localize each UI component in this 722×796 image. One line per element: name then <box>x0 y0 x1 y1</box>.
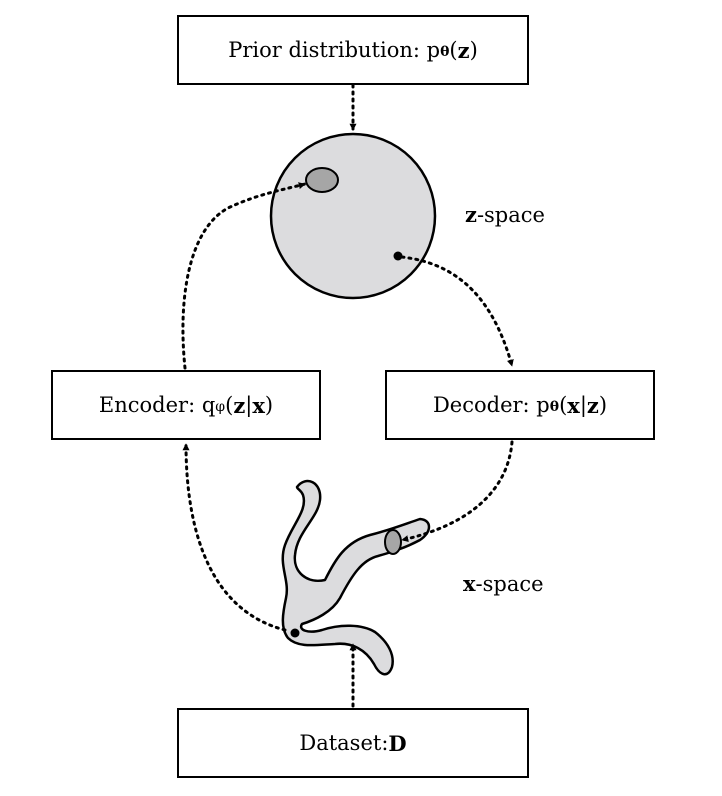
dataset-box: Dataset: D <box>177 708 529 778</box>
decoder-label: Decoder: p <box>432 393 550 417</box>
decoder-x: x <box>567 392 580 418</box>
prior-close-paren: ) <box>469 38 478 62</box>
z-space-bold: z <box>465 202 477 227</box>
encoder-to-z-arrow <box>181 182 307 370</box>
latent-sample-dot <box>393 251 403 261</box>
decoder-bar: | <box>579 393 587 417</box>
dataset-d: D <box>388 730 407 756</box>
dataset-label: Dataset: <box>299 731 389 755</box>
x-space-label: x-space <box>463 571 544 596</box>
prior-theta: θ <box>440 44 450 60</box>
z-space-rest: -space <box>476 203 545 227</box>
data-point-dot <box>290 628 300 638</box>
x-space-rest: -space <box>475 572 544 596</box>
decoder-close-paren: ) <box>598 393 608 417</box>
z-space-circle <box>269 132 437 300</box>
encoder-x: x <box>252 392 265 418</box>
prior-label: Prior distribution: p <box>228 38 441 62</box>
encoder-phi: φ <box>215 399 226 415</box>
decoder-z: z <box>586 392 599 418</box>
encoder-label: Encoder: q <box>98 393 216 417</box>
decoder-to-x-arrow <box>400 440 514 543</box>
decoder-open-paren: ( <box>559 393 568 417</box>
prior-z: z <box>457 37 470 63</box>
encoder-bar: | <box>245 393 253 417</box>
decoded-region-ellipse <box>384 529 402 555</box>
decoder-theta: θ <box>549 399 560 415</box>
encoder-open-paren: ( <box>225 393 234 417</box>
data-manifold-shape <box>281 479 431 676</box>
encoded-region-ellipse <box>305 167 339 193</box>
z-to-decoder-arrow <box>400 255 514 368</box>
x-space-bold: x <box>463 571 476 596</box>
prior-open-paren: ( <box>449 38 458 62</box>
z-space-label: z-space <box>465 202 545 227</box>
x-to-encoder-arrow <box>182 442 287 632</box>
encoder-z: z <box>233 392 246 418</box>
encoder-close-paren: ) <box>264 393 274 417</box>
